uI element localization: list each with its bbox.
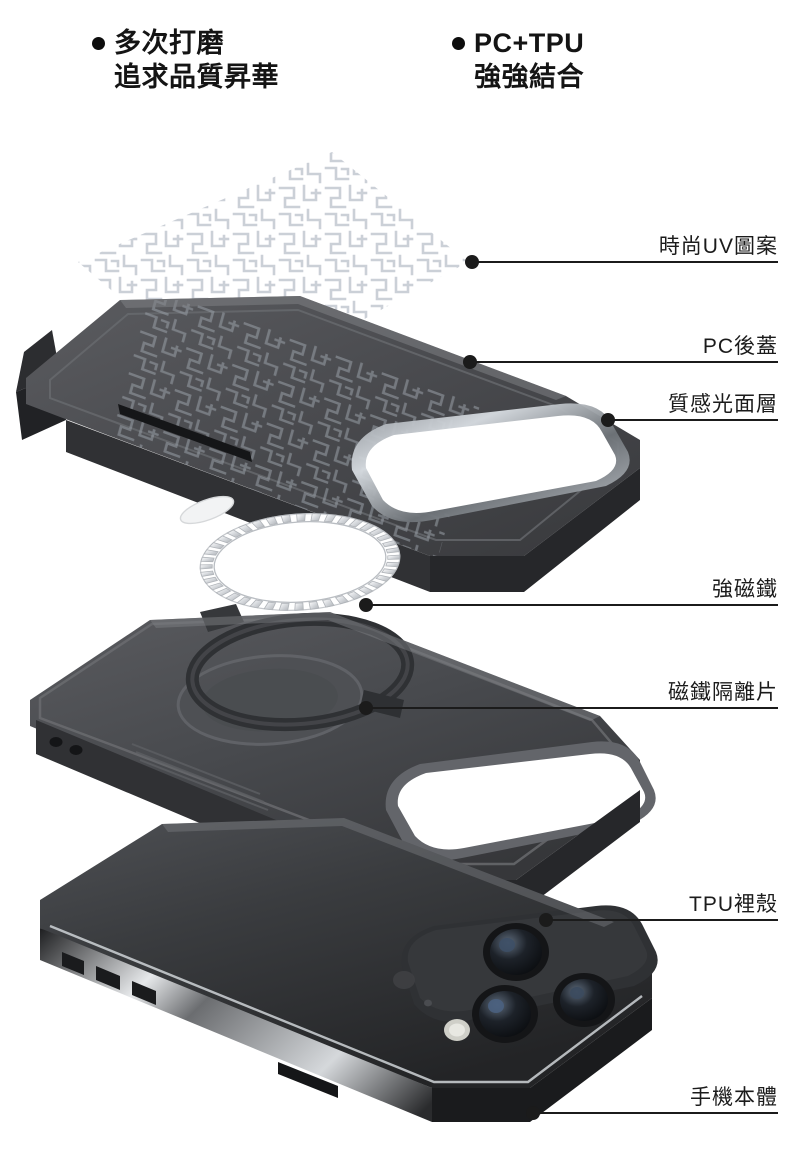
leader-dot [463, 355, 477, 369]
callout-label-6: 手機本體 [690, 1086, 778, 1109]
leader-dot [465, 255, 479, 269]
feature-1-line2: 強強結合 [474, 62, 585, 92]
bullet-dot-icon [92, 36, 105, 50]
feature-header: 多次打磨 追求品質昇華 PC+TPU 強強結合 [0, 24, 800, 124]
leader-dot [359, 701, 373, 715]
feature-0-line1: 多次打磨 [114, 28, 224, 58]
feature-item-0: 多次打磨 追求品質昇華 [92, 26, 279, 94]
bullet-dot-icon [452, 36, 465, 50]
callout-label-3: 強磁鐵 [712, 578, 778, 601]
callout-label-1: PC後蓋 [702, 335, 778, 358]
callout-label-5: TPU裡殼 [689, 893, 778, 916]
leader-dot [526, 1106, 540, 1120]
phone-body [40, 818, 658, 1122]
callout-label-4: 磁鐵隔離片 [668, 681, 778, 704]
callout-leaders [359, 255, 778, 1120]
feature-1-line1: PC+TPU [474, 28, 585, 58]
callout-label-0: 時尚UV圖案 [658, 235, 778, 258]
leader-dot [539, 913, 553, 927]
magnet-ring [199, 513, 401, 611]
leader-dot [359, 598, 373, 612]
camera-lens-group [393, 923, 615, 1043]
callout-label-2: 質感光面層 [668, 393, 778, 416]
magnet-separator-strip [179, 495, 235, 525]
feature-item-1: PC+TPU 強強結合 [452, 26, 584, 94]
leader-dot [601, 413, 615, 427]
feature-0-line2: 追求品質昇華 [114, 62, 279, 92]
